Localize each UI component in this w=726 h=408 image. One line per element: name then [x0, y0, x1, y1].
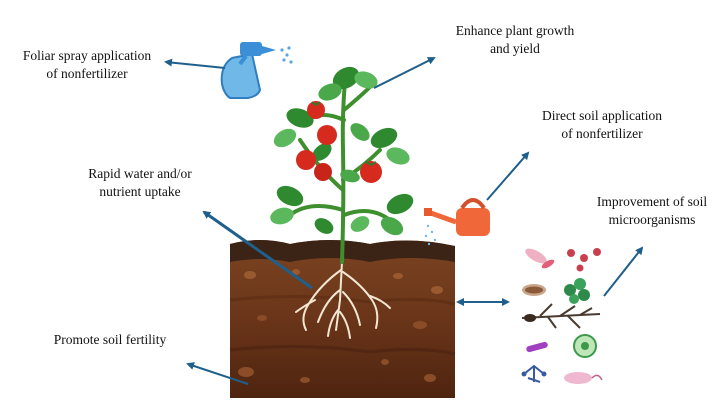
label-promote-text: Promote soil fertility	[40, 331, 180, 349]
label-enhance-growth: Enhance plant growth and yield	[440, 22, 590, 58]
label-foliar-line1: Foliar spray application	[8, 47, 166, 65]
label-direct-line1: Direct soil application	[527, 107, 677, 125]
arrow-to-foliar	[166, 62, 225, 68]
tomatoes	[296, 101, 382, 183]
label-foliar-line2: of nonfertilizer	[8, 65, 166, 83]
spray-bottle-icon	[222, 42, 293, 98]
microorganism-icon	[522, 246, 603, 384]
arrow-to-improve	[604, 248, 642, 296]
watering-can-icon	[424, 200, 490, 245]
label-promote-fertility: Promote soil fertility	[40, 331, 180, 349]
label-improve-microbes: Improvement of soil microorganisms	[582, 193, 722, 229]
label-enhance-line1: Enhance plant growth	[440, 22, 590, 40]
label-rapid-line1: Rapid water and/or	[76, 165, 204, 183]
label-direct-line2: of nonfertilizer	[527, 125, 677, 143]
label-enhance-line2: and yield	[440, 40, 590, 58]
label-improve-line2: microorganisms	[582, 211, 722, 229]
label-foliar-spray: Foliar spray application of nonfertilize…	[8, 47, 166, 83]
label-improve-line1: Improvement of soil	[582, 193, 722, 211]
arrow-to-direct	[487, 153, 528, 200]
label-rapid-line2: nutrient uptake	[76, 183, 204, 201]
arrow-to-enhance	[374, 58, 434, 88]
label-rapid-uptake: Rapid water and/or nutrient uptake	[76, 165, 204, 201]
label-direct-soil: Direct soil application of nonfertilizer	[527, 107, 677, 143]
